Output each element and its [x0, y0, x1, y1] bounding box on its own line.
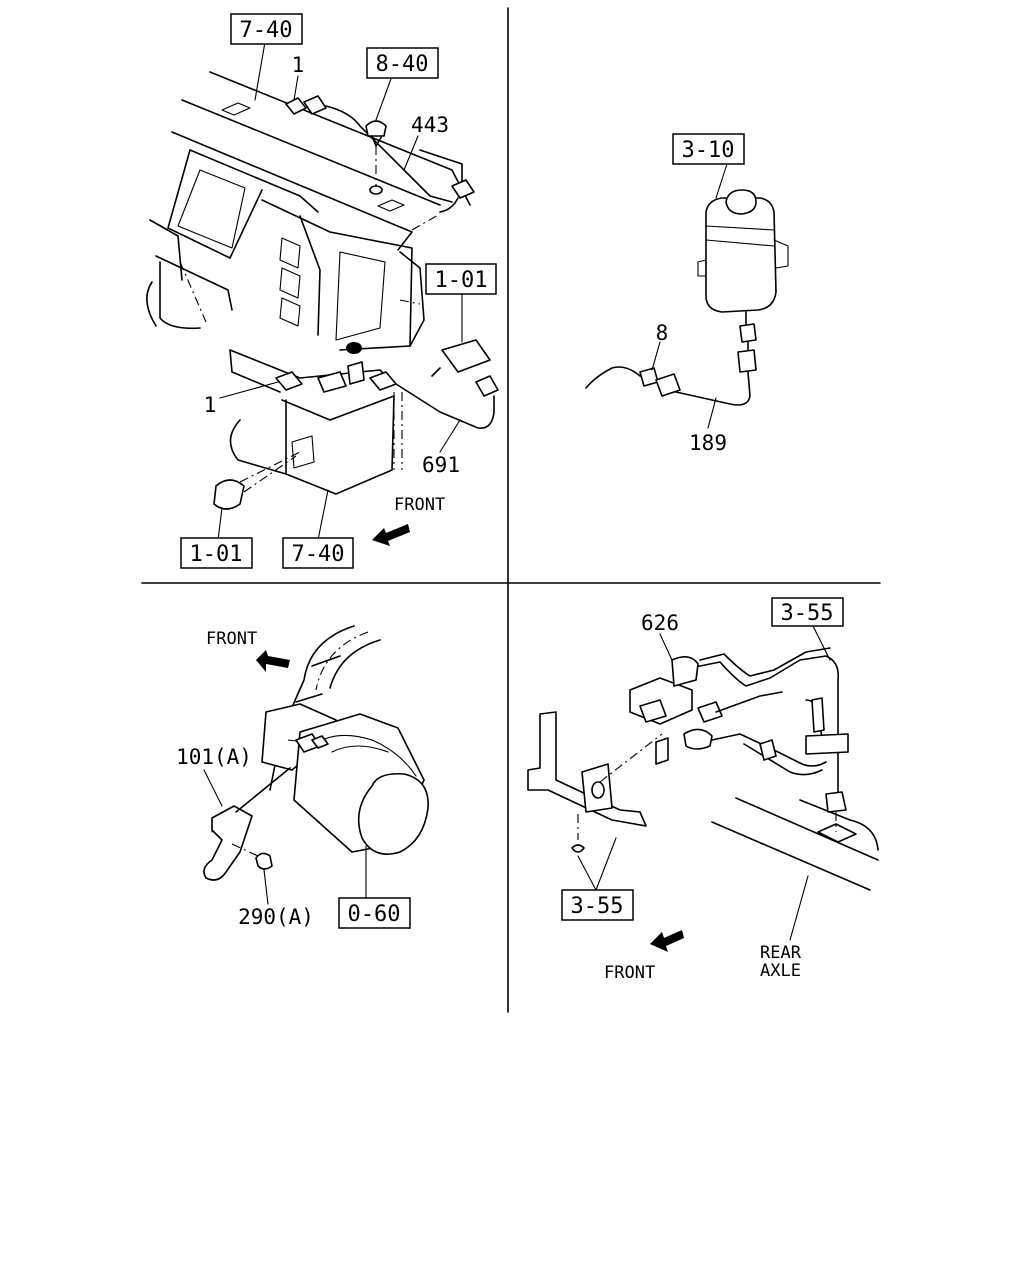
ref-box-7-40-top: 7-40 — [230, 13, 303, 45]
front-arrow-top: FRONT — [372, 495, 445, 546]
panel-dividers — [141, 7, 881, 1013]
part-number-626: 626 — [641, 611, 679, 635]
ref-box-8-40: 8-40 — [366, 47, 439, 79]
ref-box-7-40-bottom: 7-40 — [282, 537, 354, 569]
svg-text:3-55: 3-55 — [571, 894, 624, 919]
front-arrow-bottom-left: FRONT — [206, 629, 290, 672]
front-arrow-bottom-right: FRONT — [604, 930, 684, 983]
part-number-290a: 290(A) — [238, 905, 314, 929]
svg-text:1-01: 1-01 — [435, 268, 488, 293]
switch-connector — [275, 339, 499, 470]
ref-box-3-55-bottom: 3-55 — [561, 889, 634, 921]
part-number-101a: 101(A) — [176, 745, 252, 769]
svg-text:8-40: 8-40 — [376, 52, 429, 77]
sensor-illustration — [527, 623, 879, 941]
svg-text:1-01: 1-01 — [190, 542, 243, 567]
knob-part — [213, 455, 297, 510]
rear-axle-label-line1: REAR — [760, 943, 802, 963]
part-number-691: 691 — [422, 453, 460, 477]
connector-top — [285, 95, 475, 213]
ref-box-1-01-right: 1-01 — [425, 263, 497, 295]
panel-sensor-axle: FRONT REAR AXLE 3-55 3-55 626 — [527, 597, 879, 983]
clip-part — [365, 120, 387, 195]
part-number-1-top: 1 — [292, 53, 305, 77]
panel-instrument-cluster: FRONT 7-40 8-40 1-01 1-01 7-40 1 443 1 6… — [146, 13, 499, 569]
svg-text:7-40: 7-40 — [292, 542, 345, 567]
panel-motor: FRONT 0-60 101(A) 290(A) — [176, 625, 429, 929]
motor-illustration — [203, 625, 429, 905]
reservoir-illustration — [585, 163, 789, 429]
part-number-443: 443 — [411, 113, 449, 137]
ref-box-1-01-bottom: 1-01 — [180, 537, 253, 569]
svg-text:3-10: 3-10 — [682, 138, 735, 163]
svg-text:7-40: 7-40 — [240, 18, 293, 43]
front-label: FRONT — [394, 495, 445, 515]
ref-box-3-10: 3-10 — [672, 133, 745, 165]
part-number-8: 8 — [656, 321, 669, 345]
ref-box-0-60: 0-60 — [338, 897, 411, 929]
panel-reservoir: 3-10 8 189 — [585, 133, 789, 455]
ref-box-3-55-top: 3-55 — [771, 597, 844, 627]
svg-text:0-60: 0-60 — [348, 902, 401, 927]
part-number-189: 189 — [689, 431, 727, 455]
rear-axle-label-line2: AXLE — [760, 961, 801, 981]
leader-lines — [217, 41, 463, 541]
svg-text:3-55: 3-55 — [781, 601, 834, 626]
front-label: FRONT — [604, 963, 655, 983]
part-number-1-bottom: 1 — [204, 393, 217, 417]
dashboard-illustration — [146, 71, 471, 495]
front-label: FRONT — [206, 629, 257, 649]
